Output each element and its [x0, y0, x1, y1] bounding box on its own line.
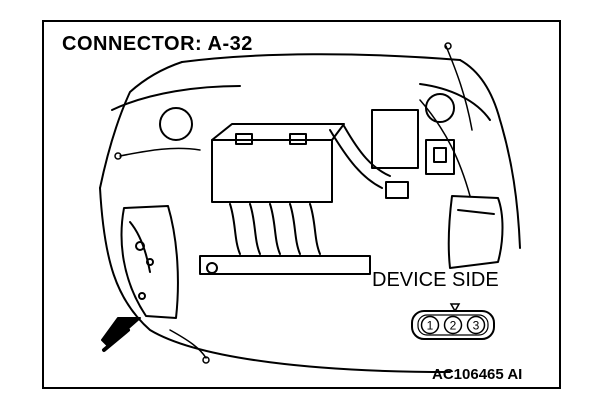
connector-pin-2: [443, 315, 463, 335]
connector-pin-1: [420, 315, 440, 335]
connector-inner-rim: [417, 314, 489, 336]
headlight-right: [447, 195, 504, 269]
location-arrow: [101, 317, 141, 352]
connector-pin-label: 1: [427, 319, 434, 333]
connector-pin-label: 3: [473, 319, 480, 333]
engine-block: [199, 123, 371, 275]
car-body-outline: [99, 53, 521, 373]
wiring-harness: [114, 42, 473, 364]
connector-key-mark: [449, 303, 461, 313]
device-side-label: DEVICE SIDE: [372, 269, 499, 291]
connector-title: CONNECTOR: A-32: [62, 33, 253, 55]
figure-id: AC106465 AI: [432, 366, 523, 383]
connector-pin-3: [466, 315, 486, 335]
headlight-left: [120, 205, 179, 319]
connector-pin-label: 2: [450, 319, 457, 333]
